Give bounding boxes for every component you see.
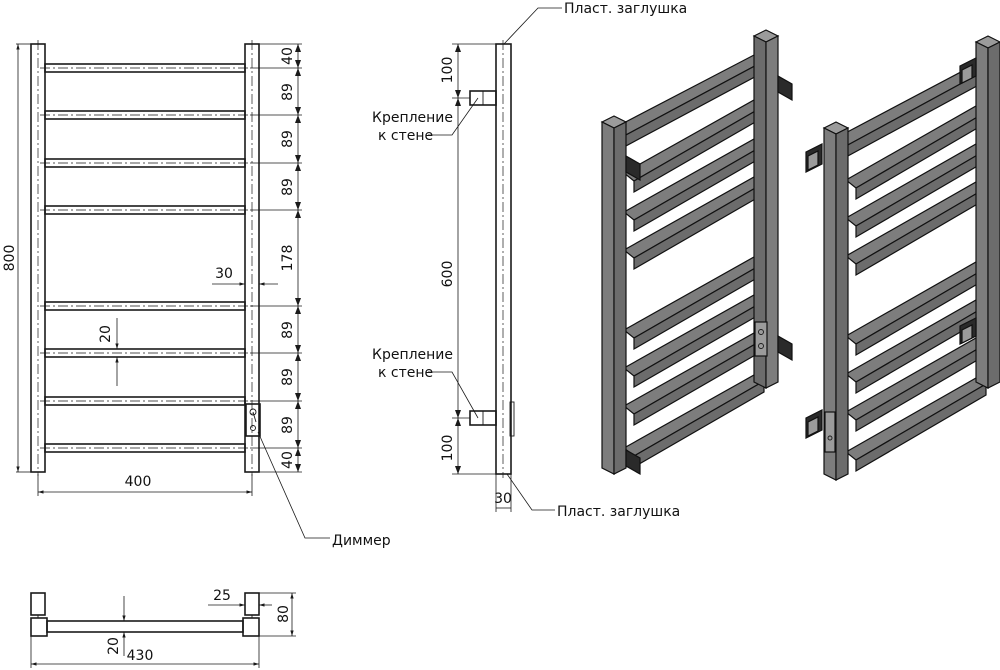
dimmer-label: Диммер <box>332 533 391 549</box>
perspective-view-back <box>805 35 1000 481</box>
spacing-label: 40 <box>280 47 296 65</box>
spacing-label: 89 <box>280 178 296 196</box>
rungs-3d <box>834 63 988 473</box>
gap-label: 30 <box>215 266 233 282</box>
bottom-view: 430 25 80 20 <box>30 588 296 668</box>
rungs <box>44 63 246 453</box>
height-label: 800 <box>2 245 18 272</box>
mount-bottom-label-2: к стене <box>378 365 433 381</box>
bottom-cap-label: Пласт. заглушка <box>557 504 680 520</box>
top-cap-label: Пласт. заглушка <box>564 1 687 17</box>
side-view: 100 600 100 30 Пласт. заглушка Пласт. за… <box>372 1 687 520</box>
mount-bottom-label-1: Крепление <box>372 347 453 363</box>
end-cap-icon <box>503 7 562 45</box>
spacing-label: 178 <box>280 245 296 272</box>
front-view: 800 400 <box>2 40 391 549</box>
spacing-label: 40 <box>280 451 296 469</box>
bottom-depth-label: 80 <box>276 605 292 623</box>
rungs-3d <box>612 54 766 469</box>
bottom-offset-label: 100 <box>440 435 456 462</box>
spacing-label: 89 <box>280 368 296 386</box>
wall-mount-icon <box>469 410 497 426</box>
tube-label: 20 <box>98 325 114 343</box>
bottom-tube-label: 20 <box>106 637 122 655</box>
depth-label: 30 <box>494 491 512 507</box>
spacing-label: 89 <box>280 130 296 148</box>
top-offset-label: 100 <box>440 57 456 84</box>
wall-mount-icon <box>469 90 497 106</box>
side-post <box>495 43 512 475</box>
mid-span-label: 600 <box>440 261 456 288</box>
spacing-label: 89 <box>280 416 296 434</box>
spacing-label: 89 <box>280 83 296 101</box>
bottom-side-label: 25 <box>213 588 231 604</box>
mount-top-label-2: к стене <box>378 128 433 144</box>
bottom-width-label: 430 <box>127 648 154 664</box>
width-label: 400 <box>125 474 152 490</box>
spacing-label: 89 <box>280 321 296 339</box>
mount-top-label-1: Крепление <box>372 110 453 126</box>
dimmer-icon <box>245 403 261 437</box>
spacing-dimensions: 40 89 89 89 178 89 89 89 40 <box>250 43 302 473</box>
perspective-view-front <box>600 29 793 476</box>
